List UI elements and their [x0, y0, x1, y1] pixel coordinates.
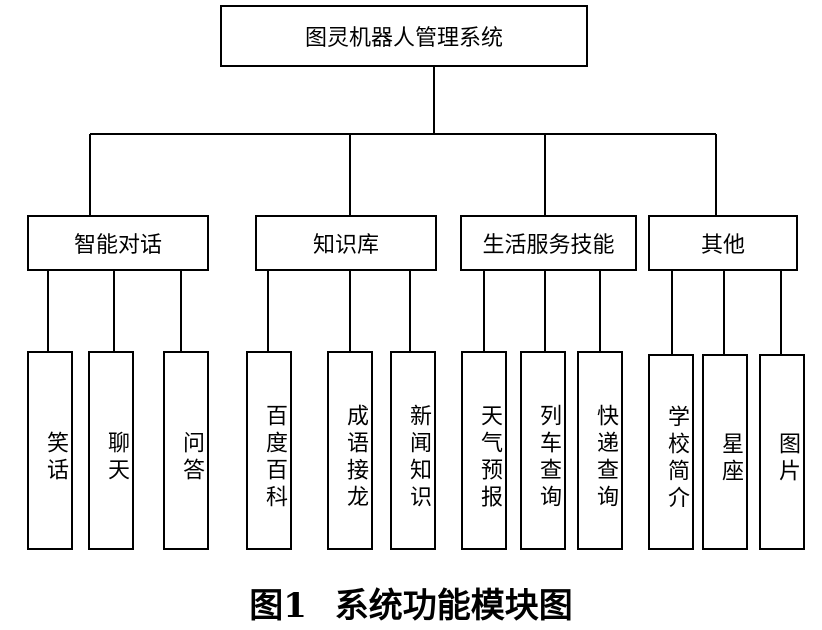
leaf-node-pictures: 图片	[759, 354, 805, 550]
leaf-node-train-query: 列车查询	[520, 351, 566, 550]
category-node-life-services: 生活服务技能	[460, 215, 637, 271]
figure-title: 系统功能模块图	[334, 586, 573, 626]
leaf-node-news-knowledge: 新闻知识	[390, 351, 436, 550]
leaf-node-express-query: 快递查询	[577, 351, 623, 550]
category-node-dialogue: 智能对话	[27, 215, 209, 271]
category-node-knowledge-base: 知识库	[255, 215, 437, 271]
leaf-node-school-intro: 学校简介	[648, 354, 694, 550]
leaf-node-baidu-baike: 百度百科	[246, 351, 292, 550]
category-node-other: 其他	[648, 215, 798, 271]
leaf-node-idiom-chain: 成语接龙	[327, 351, 373, 550]
leaf-node-weather-forecast: 天气预报	[461, 351, 507, 550]
leaf-node-qa: 问答	[163, 351, 209, 550]
leaf-node-jokes: 笑话	[27, 351, 73, 550]
root-node: 图灵机器人管理系统	[220, 5, 588, 67]
figure-number: 图1	[249, 586, 307, 626]
leaf-node-constellation: 星座	[702, 354, 748, 550]
figure-caption: 图1 系统功能模块图	[0, 578, 822, 627]
leaf-node-chat: 聊天	[88, 351, 134, 550]
